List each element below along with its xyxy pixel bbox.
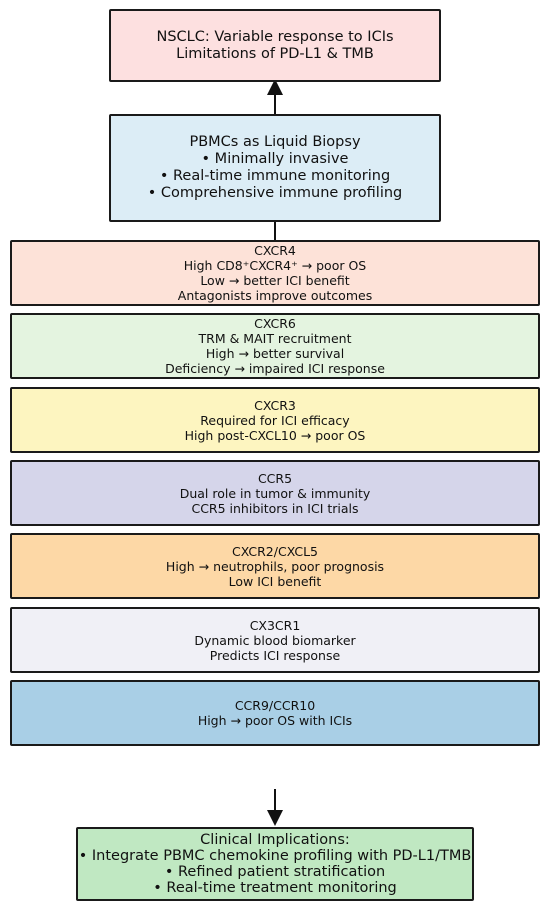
receptor-name: CXCR4	[254, 243, 296, 258]
clinical-implications-box: Clinical Implications: • Integrate PBMC …	[76, 827, 474, 901]
clinical-implications-title: Clinical Implications:	[200, 832, 350, 848]
receptor-box-cx3cr1: CX3CR1 Dynamic blood biomarker Predicts …	[10, 607, 540, 673]
pbmc-box-line: • Comprehensive immune profiling	[147, 185, 403, 201]
receptor-name: CCR9/CCR10	[234, 698, 316, 713]
receptor-line: Low ICI benefit	[228, 573, 322, 589]
clinical-implications-line: • Real-time treatment monitoring	[153, 880, 397, 896]
clinical-implications-line: • Integrate PBMC chemokine profiling wit…	[78, 848, 472, 864]
receptor-line: High post-CXCL10 → poor OS	[184, 427, 366, 443]
receptor-box-ccr9-ccr10: CCR9/CCR10 High → poor OS with ICIs	[10, 680, 540, 746]
receptor-line: High CD8⁺CXCR4⁺ → poor OS	[183, 258, 367, 273]
clinical-implications-line: • Refined patient stratification	[164, 864, 386, 880]
top-box-line: Limitations of PD-L1 & TMB	[176, 45, 374, 62]
receptor-box-cxcr3: CXCR3 Required for ICI efficacy High pos…	[10, 387, 540, 453]
receptor-name: CXCR3	[254, 397, 296, 413]
pbmc-box-line: • Real-time immune monitoring	[159, 168, 391, 184]
receptor-line: Deficiency → impaired ICI response	[165, 361, 385, 376]
receptor-box-cxcr4: CXCR4 High CD8⁺CXCR4⁺ → poor OS Low → be…	[10, 240, 540, 306]
top-box: NSCLC: Variable response to ICIs Limitat…	[109, 9, 441, 82]
pbmc-box-line: • Minimally invasive	[201, 151, 349, 167]
receptor-line: Required for ICI efficacy	[200, 412, 350, 428]
receptor-name: CX3CR1	[249, 617, 301, 633]
receptor-name: CXCR2/CXCL5	[232, 543, 318, 559]
receptor-line: TRM & MAIT recruitment	[198, 331, 352, 346]
receptor-line: Dynamic blood biomarker	[194, 632, 356, 648]
receptor-box-ccr5: CCR5 Dual role in tumor & immunity CCR5 …	[10, 460, 540, 526]
receptor-name: CCR5	[257, 470, 293, 486]
receptor-line: Predicts ICI response	[209, 647, 341, 663]
receptor-box-cxcr6: CXCR6 TRM & MAIT recruitment High → bett…	[10, 313, 540, 379]
receptor-line: Low → better ICI benefit	[200, 273, 350, 288]
pbmc-box: PBMCs as Liquid Biopsy • Minimally invas…	[109, 114, 441, 222]
pbmc-box-line: PBMCs as Liquid Biopsy	[189, 134, 361, 150]
receptor-line: Antagonists improve outcomes	[177, 288, 373, 303]
receptor-box-cxcr2-cxcl5: CXCR2/CXCL5 High → neutrophils, poor pro…	[10, 533, 540, 599]
receptor-line: High → neutrophils, poor prognosis	[165, 558, 385, 574]
receptor-name: CXCR6	[254, 316, 296, 331]
receptor-line: Dual role in tumor & immunity	[179, 485, 371, 501]
receptor-line: CCR5 inhibitors in ICI trials	[191, 500, 359, 516]
receptor-line: High → poor OS with ICIs	[197, 713, 353, 728]
top-box-line: NSCLC: Variable response to ICIs	[156, 28, 394, 45]
receptor-line: High → better survival	[205, 346, 345, 361]
